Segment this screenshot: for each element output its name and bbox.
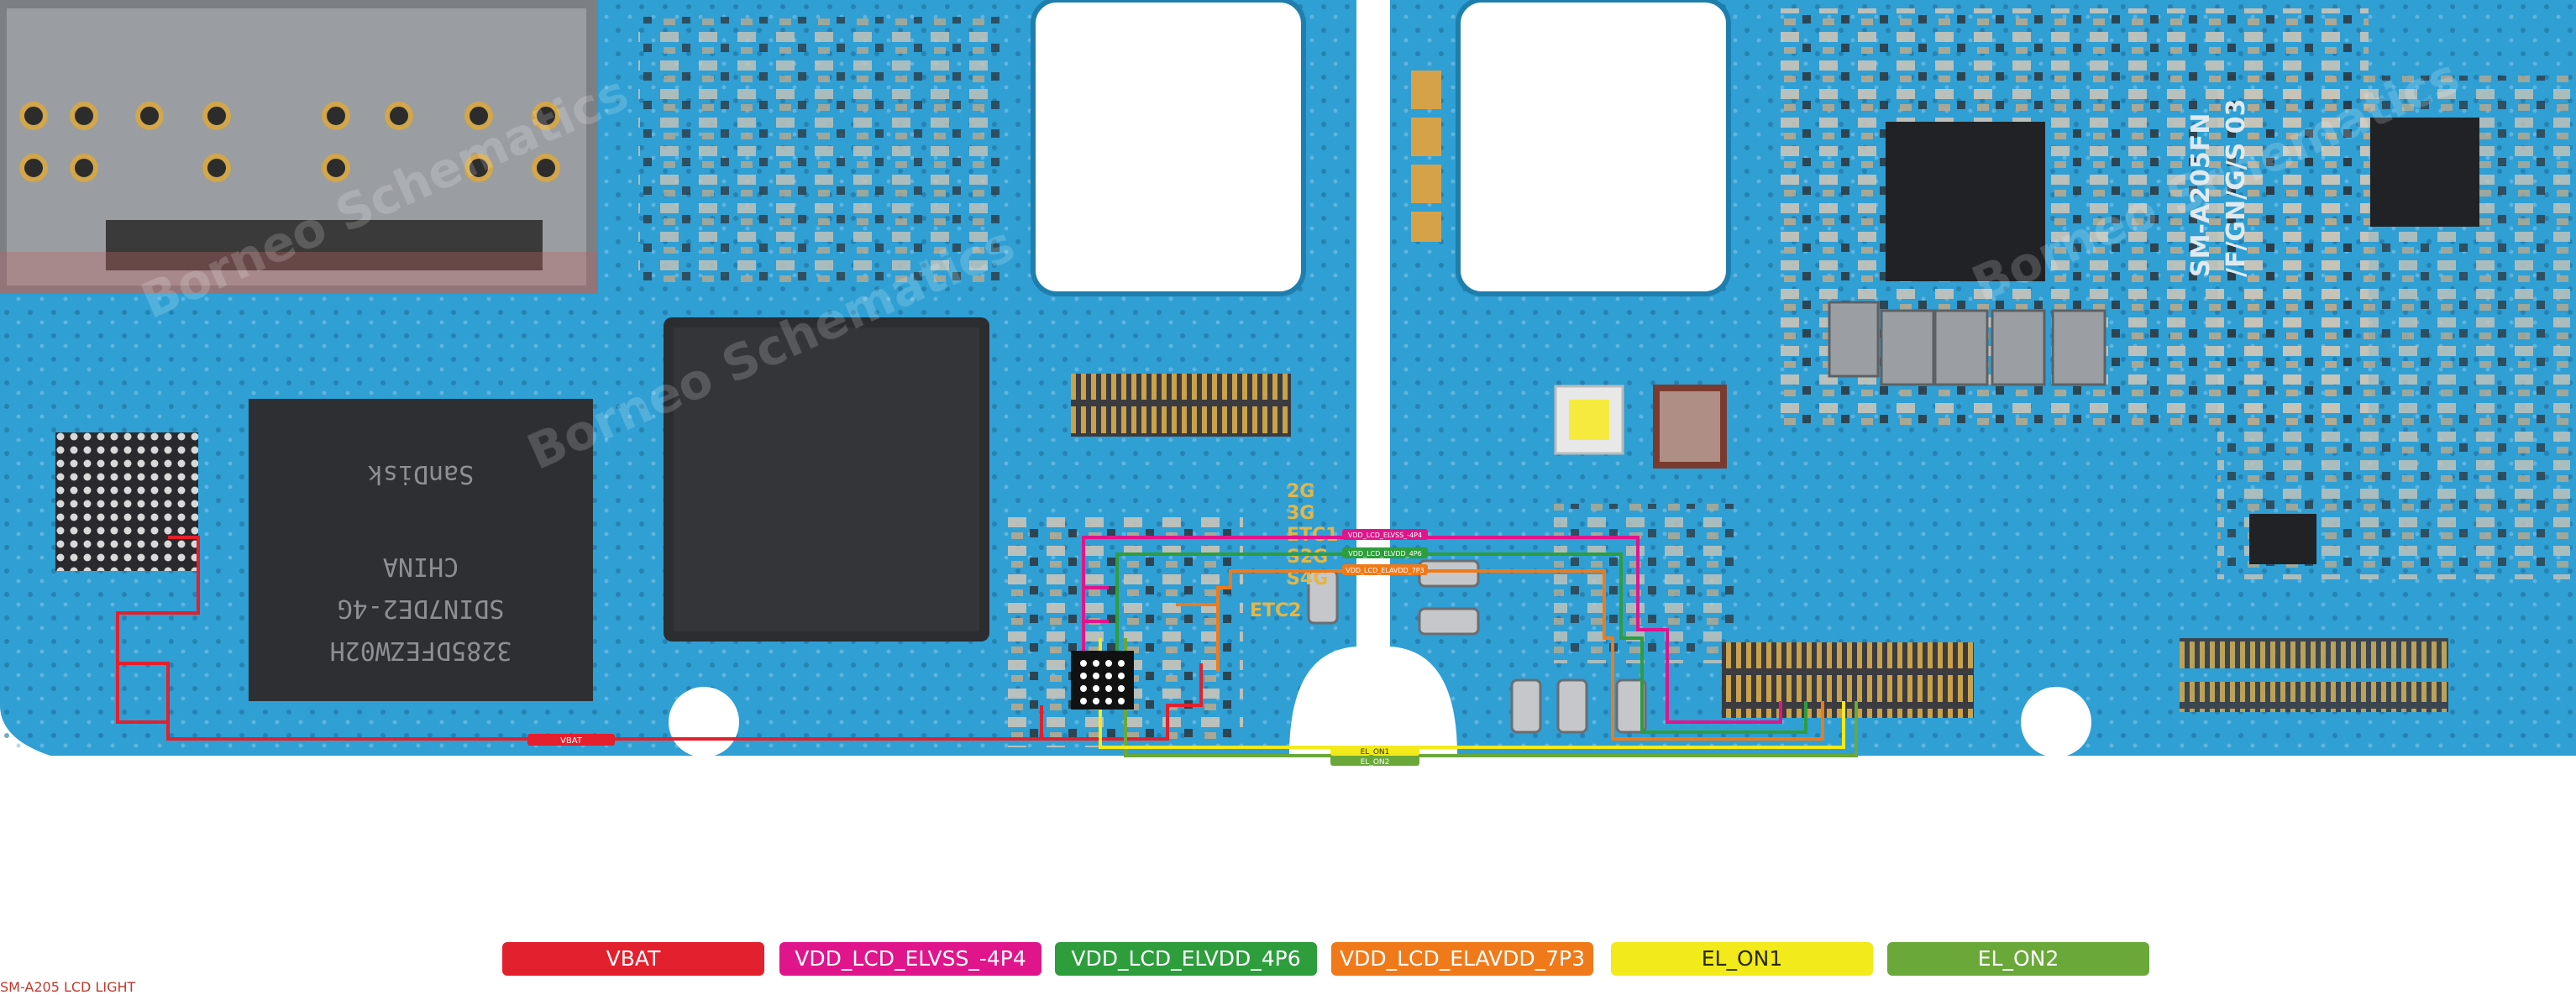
tag-elvdd: VDD_LCD_ELVDD_4P6	[1348, 550, 1421, 558]
legend-vbat: VBAT	[502, 942, 764, 976]
chip-mark-4: SanDisk	[368, 459, 474, 489]
chip-mark-1: SDIN7DE2-4G	[338, 594, 505, 623]
tag-el-on2-box	[1330, 756, 1419, 766]
emmc-chip: SDIN7DE2-4G 3285DFEZW02H CHINA SanDisk	[249, 399, 593, 701]
model-silk: SM-A205FN	[2186, 113, 2216, 277]
legend-elvdd: VDD_LCD_ELVDD_4P6	[1055, 942, 1317, 976]
chip-mark-3: CHINA	[383, 552, 459, 581]
legend-elvss: VDD_LCD_ELVSS_-4P4	[779, 942, 1041, 976]
tag-el-on1: EL_ON1	[1361, 748, 1390, 757]
tag-elvss: VDD_LCD_ELVSS_-4P4	[1348, 532, 1422, 539]
sim-tray	[0, 0, 598, 294]
tag-vbat: VBAT	[560, 736, 583, 746]
lcd-connector	[1722, 642, 1974, 718]
variant-silk: /F/GN/G/S 03	[2222, 99, 2251, 277]
legend-el-on1: EL_ON1	[1611, 942, 1873, 976]
legend-elavdd: VDD_LCD_ELAVDD_7P3	[1331, 942, 1593, 976]
silk-2g: 2G	[1287, 481, 1314, 502]
chip-mark-2: 3285DFEZW02H	[330, 636, 512, 665]
silk-etc2: ETC2	[1250, 600, 1302, 621]
tag-el-on2: EL_ON2	[1361, 758, 1390, 767]
pmic-chip	[1886, 122, 2045, 281]
bga-chip	[55, 432, 198, 571]
silk-3g: 3G	[1287, 503, 1314, 524]
silk-etc1: ETC1	[1287, 525, 1339, 546]
silk-s2g: S2G	[1287, 547, 1328, 568]
tag-vbat-box	[527, 734, 615, 746]
legend-el-on2: EL_ON2	[1887, 942, 2149, 976]
tag-el-on1-box	[1330, 746, 1419, 756]
trace-elvdd	[1115, 552, 1807, 734]
tag-elavdd: VDD_LCD_ELAVDD_7P3	[1346, 567, 1424, 574]
tag-elvss-box	[1342, 529, 1428, 540]
fpc-connector-left	[1071, 374, 1291, 437]
page-caption: SM-A205 LCD LIGHT	[0, 979, 136, 995]
tag-elvdd-box	[1342, 547, 1428, 558]
trace-elvss	[1082, 536, 1782, 724]
tag-elavdd-box	[1342, 564, 1428, 575]
trace-elavdd	[1176, 569, 1824, 741]
